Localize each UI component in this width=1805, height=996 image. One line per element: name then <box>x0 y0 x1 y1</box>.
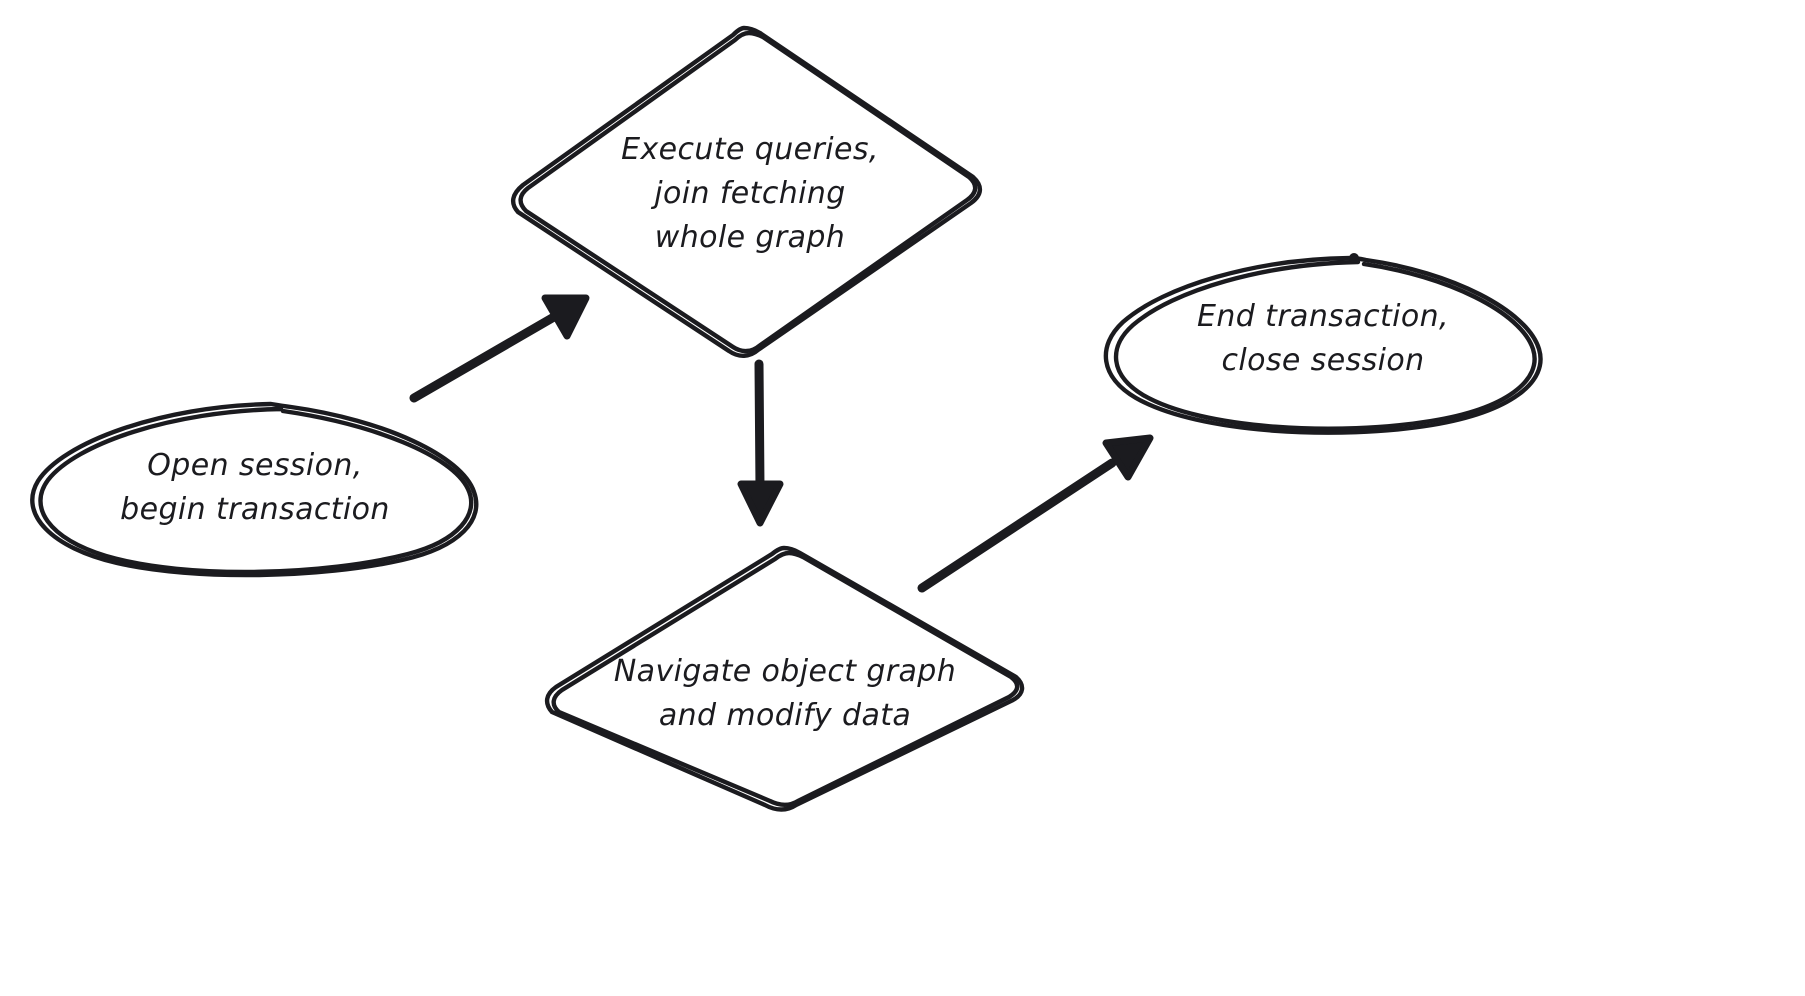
ink-dot <box>1349 253 1359 263</box>
edge-navigate-to-end[interactable] <box>917 434 1154 593</box>
node-end-transaction-shape[interactable] <box>1103 253 1543 435</box>
edge-open-to-execute[interactable] <box>409 294 590 403</box>
node-navigate-graph-shape[interactable] <box>544 545 1025 812</box>
node-execute-queries-shape[interactable] <box>510 25 983 358</box>
edge-execute-to-navigate[interactable] <box>737 359 784 527</box>
node-open-session-shape[interactable] <box>30 401 479 578</box>
